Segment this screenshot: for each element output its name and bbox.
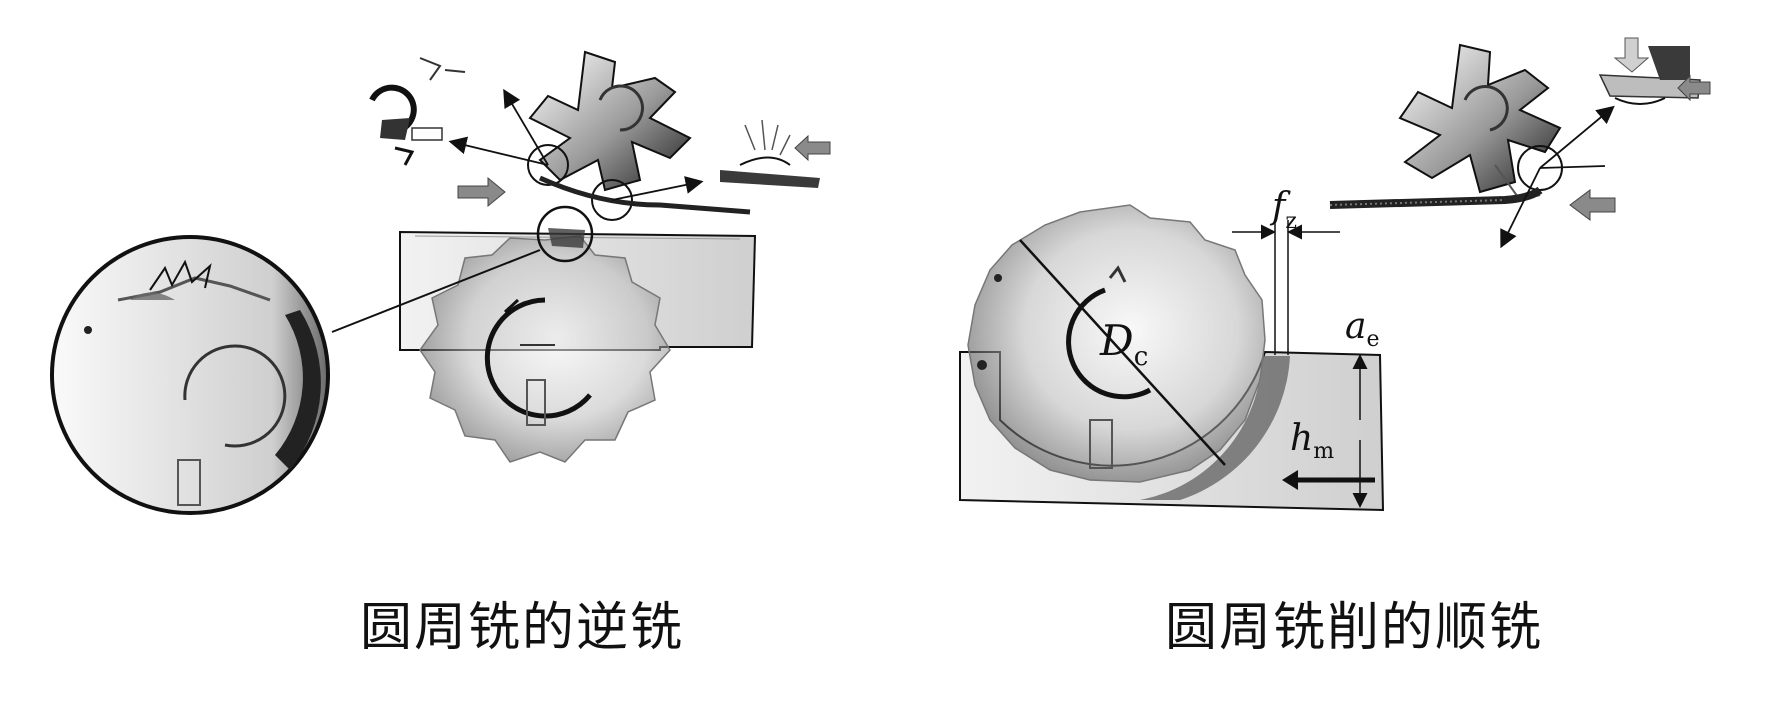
- hm-label: hm: [1290, 418, 1334, 464]
- fz-dimension: [1232, 220, 1340, 355]
- left-magnified-view: [50, 235, 330, 515]
- left-inset-cutting: [720, 119, 831, 188]
- left-inset-rotation: [369, 57, 466, 166]
- left-cutter: [419, 235, 671, 463]
- right-feed-arrow: [1282, 470, 1375, 490]
- right-force-arrows: [1500, 105, 1615, 249]
- down-milling-figure: Dc fz ae hm: [959, 37, 1711, 512]
- ae-label: ae: [1345, 306, 1380, 352]
- caption-up-milling: 圆周铣的逆铣: [360, 598, 685, 658]
- up-milling-figure: [50, 50, 831, 515]
- fz-label: fz: [1269, 186, 1297, 234]
- caption-down-milling: 圆周铣削的顺铣: [1165, 598, 1544, 658]
- diameter-line: [1019, 239, 1226, 466]
- right-cutter: [967, 204, 1266, 483]
- left-force-arrows: [448, 88, 704, 201]
- right-inset-cutting: [1598, 37, 1711, 105]
- right-chip-band: [1329, 186, 1543, 209]
- left-feed-arrow: [457, 176, 506, 208]
- left-top-cutter: [528, 50, 692, 192]
- left-contact-circle: [536, 205, 594, 263]
- diameter-label: Dc: [1099, 316, 1148, 372]
- left-contact-circle-mid: [591, 179, 633, 221]
- left-callout-line: [331, 249, 541, 333]
- left-contact-circle-top: [527, 144, 569, 186]
- left-chip-band: [538, 175, 751, 215]
- right-gray-feed-arrow: [1569, 189, 1616, 221]
